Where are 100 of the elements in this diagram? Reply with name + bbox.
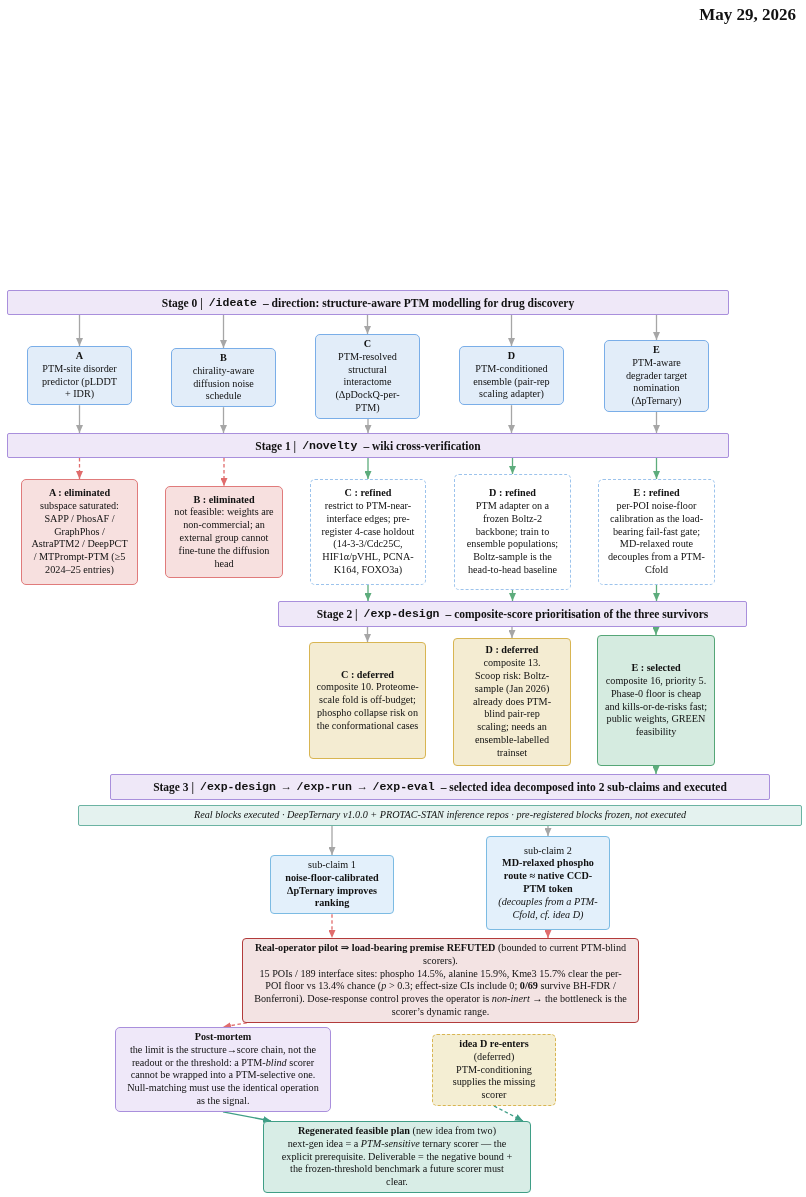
arrow	[544, 825, 552, 837]
arrow	[364, 314, 371, 335]
box-heading: C	[363, 338, 372, 351]
box-heading: A : eliminated	[48, 487, 111, 500]
refined-box	[310, 479, 426, 585]
box-text: composite 10. Proteome-scale fold is off-budget; phospho collapse risk on the conformational cases	[315, 681, 420, 733]
stage-banner	[278, 601, 747, 627]
box-text: sub-claim 2	[524, 844, 572, 858]
stage-description: – selected idea decomposed into 2 sub-claims and executed	[440, 780, 727, 794]
arrow	[653, 457, 660, 480]
box-heading: B	[220, 352, 227, 365]
selected-box	[597, 635, 715, 766]
box-text: PTM-conditioning supplies the missing scorer	[451, 1063, 537, 1102]
command-name: /novelty	[302, 438, 358, 453]
sub-claim-box	[270, 855, 394, 915]
box-text: (deferred)	[473, 1050, 515, 1064]
box-heading: E : selected	[631, 662, 681, 675]
box-text: not feasible: weights are non-commercial; an external group cannot fine-tune the diffusion head	[173, 506, 275, 571]
box-heading: Post-mortem	[194, 1031, 252, 1044]
arrow	[220, 457, 228, 487]
stage-label: Stage 0 |	[161, 295, 203, 310]
arrow	[509, 457, 516, 475]
box-heading: C : refined	[344, 487, 392, 500]
sub-claim-box	[486, 836, 610, 930]
arrow	[652, 626, 660, 636]
arrow	[220, 406, 227, 434]
arrow	[76, 457, 83, 480]
stage-label: Stage 2 |	[316, 607, 358, 621]
deferred-box	[309, 642, 426, 759]
arrow	[76, 404, 83, 434]
arrow	[652, 765, 660, 775]
arrow	[653, 314, 660, 341]
box-heading: D	[507, 350, 516, 363]
arrow	[364, 457, 372, 480]
box-text: composite 13. Scoop risk: Boltz-sample (Jan 2026) already does PTM-blind pair-rep scaling; needs an ensemble-labelled trainset	[472, 657, 552, 760]
box-text: composite 16, priority 5. Phase-0 floor is cheap and kills-or-de-risks fast; public weights, GREEN feasibility	[604, 674, 708, 739]
arrow	[509, 589, 516, 602]
command-name: /exp-design → /exp-run → /exp-eval	[200, 780, 435, 794]
box-note: Real blocks executed · DeepTernary v1.0.0 + PROTAC-STAN inference repos · pre-registered blocks frozen, not executed	[193, 809, 687, 822]
box-text: sub-claim 1	[308, 859, 356, 872]
command-name: /ideate	[208, 295, 257, 310]
idea-box	[27, 346, 132, 406]
box-text: next-gen idea = a PTM-sensitive ternary scorer — the explicit prerequisite. Deliverable = the negative bound + the frozen-threshold benchmark a future scorer must clear.	[281, 1137, 513, 1189]
arrow	[220, 314, 227, 349]
box-text: 15 POIs / 189 interface sites: phospho 14.5%, alanine 15.9%, Kme3 15.7% clear the per-POI floor vs 13.4% chance (p > 0.3; effect-size CIs include 0; 0/69 survive BH-FDR / Bonferroni). Dose-response control proves the operator is non-inert → the bottleneck is the scorer’s dynamic range.	[253, 967, 628, 1019]
post-mortem-box	[115, 1027, 331, 1112]
stage-banner	[110, 774, 770, 800]
box-text: PTM-site disorder predictor (pLDDT + IDR)	[41, 362, 118, 402]
arrow	[508, 314, 515, 347]
box-text: PTM-conditioned ensemble (pair-rep scaling adapter)	[472, 362, 551, 402]
box-text: Regenerated feasible plan (new idea from two)	[297, 1125, 497, 1138]
box-heading: E : refined	[633, 487, 680, 500]
stage-label: Stage 1 |	[255, 438, 297, 453]
info-banner	[78, 805, 802, 826]
box-text: PTM adapter on a frozen Boltz-2 backbone; train to ensemble populations; Boltz-sample is the head-to-head baseline	[465, 500, 560, 577]
deferred-box	[453, 638, 571, 766]
stage-banner	[7, 290, 729, 315]
eliminated-box	[21, 479, 138, 585]
box-heading: A	[75, 350, 84, 363]
arrow	[508, 626, 516, 639]
box-text: MD-relaxed phospho route ≈ native CCD-PTM token	[501, 857, 595, 896]
box-text: chirality-aware diffusion noise schedule	[191, 364, 256, 404]
stage-description: – wiki cross-verification	[363, 438, 481, 453]
box-text: the limit is the structure→score chain, not the readout or the threshold: a PTM-blind scorer cannot be wrapped into a PTM-selective one. Null-matching must use the identical operation as the signal.	[126, 1043, 320, 1108]
note-box	[432, 1034, 556, 1106]
box-text: PTM-aware degrader target nomination (ΔpTernary)	[624, 356, 689, 408]
box-text: Real-operator pilot ⇒ load-bearing premise REFUTED (bounded to current PTM-blind scorers).	[253, 942, 628, 968]
arrow	[328, 913, 336, 939]
box-heading: C : deferred	[341, 668, 394, 682]
box-text: noise-floor-calibrated ΔpTernary improves ranking	[284, 871, 380, 911]
box-heading: B : eliminated	[193, 493, 255, 507]
box-text: restrict to PTM-near-interface edges; pre-register 4-case holdout (14-3-3/Cdc25C, HIF1α/pVHL, PCNA-K164, FOXO3a)	[320, 500, 416, 577]
idea-box	[604, 340, 709, 412]
box-heading: idea D re-enters	[459, 1038, 529, 1051]
stage-banner	[7, 433, 729, 458]
refined-box	[598, 479, 715, 585]
arrow	[364, 626, 371, 643]
date-text: May 29, 2026	[699, 5, 796, 25]
arrow	[328, 825, 336, 856]
refined-box	[454, 474, 571, 590]
arrow	[364, 584, 372, 602]
command-name: /exp-design	[363, 607, 440, 621]
stage-description: – composite-score prioritisation of the three survivors	[445, 607, 709, 621]
idea-box	[459, 346, 564, 406]
idea-box	[171, 348, 276, 408]
box-text: PTM-resolved structural interactome (ΔpDockQ-per-PTM)	[334, 350, 401, 415]
stage-description: – direction: structure-aware PTM modelling for drug discovery	[263, 295, 575, 310]
box-note: (decouples from a PTM-Cfold, cf. idea D)	[497, 895, 599, 922]
idea-box	[315, 334, 420, 419]
eliminated-box	[165, 486, 283, 578]
arrow	[653, 411, 660, 434]
arrow	[544, 929, 552, 939]
box-heading: D : refined	[489, 487, 536, 500]
arrow	[653, 584, 660, 602]
box-text: subspace saturated: SAPP / PhosAF / GraphPhos / AstraPTM2 / DeepPCT / MTPrompt-PTM (≥5 2024–25 entries)	[30, 500, 129, 577]
stage-label: Stage 3 |	[153, 780, 194, 794]
plan-box	[263, 1121, 531, 1193]
arrow	[76, 314, 83, 347]
box-heading: D : deferred	[485, 644, 539, 658]
box-heading: E	[653, 344, 660, 357]
